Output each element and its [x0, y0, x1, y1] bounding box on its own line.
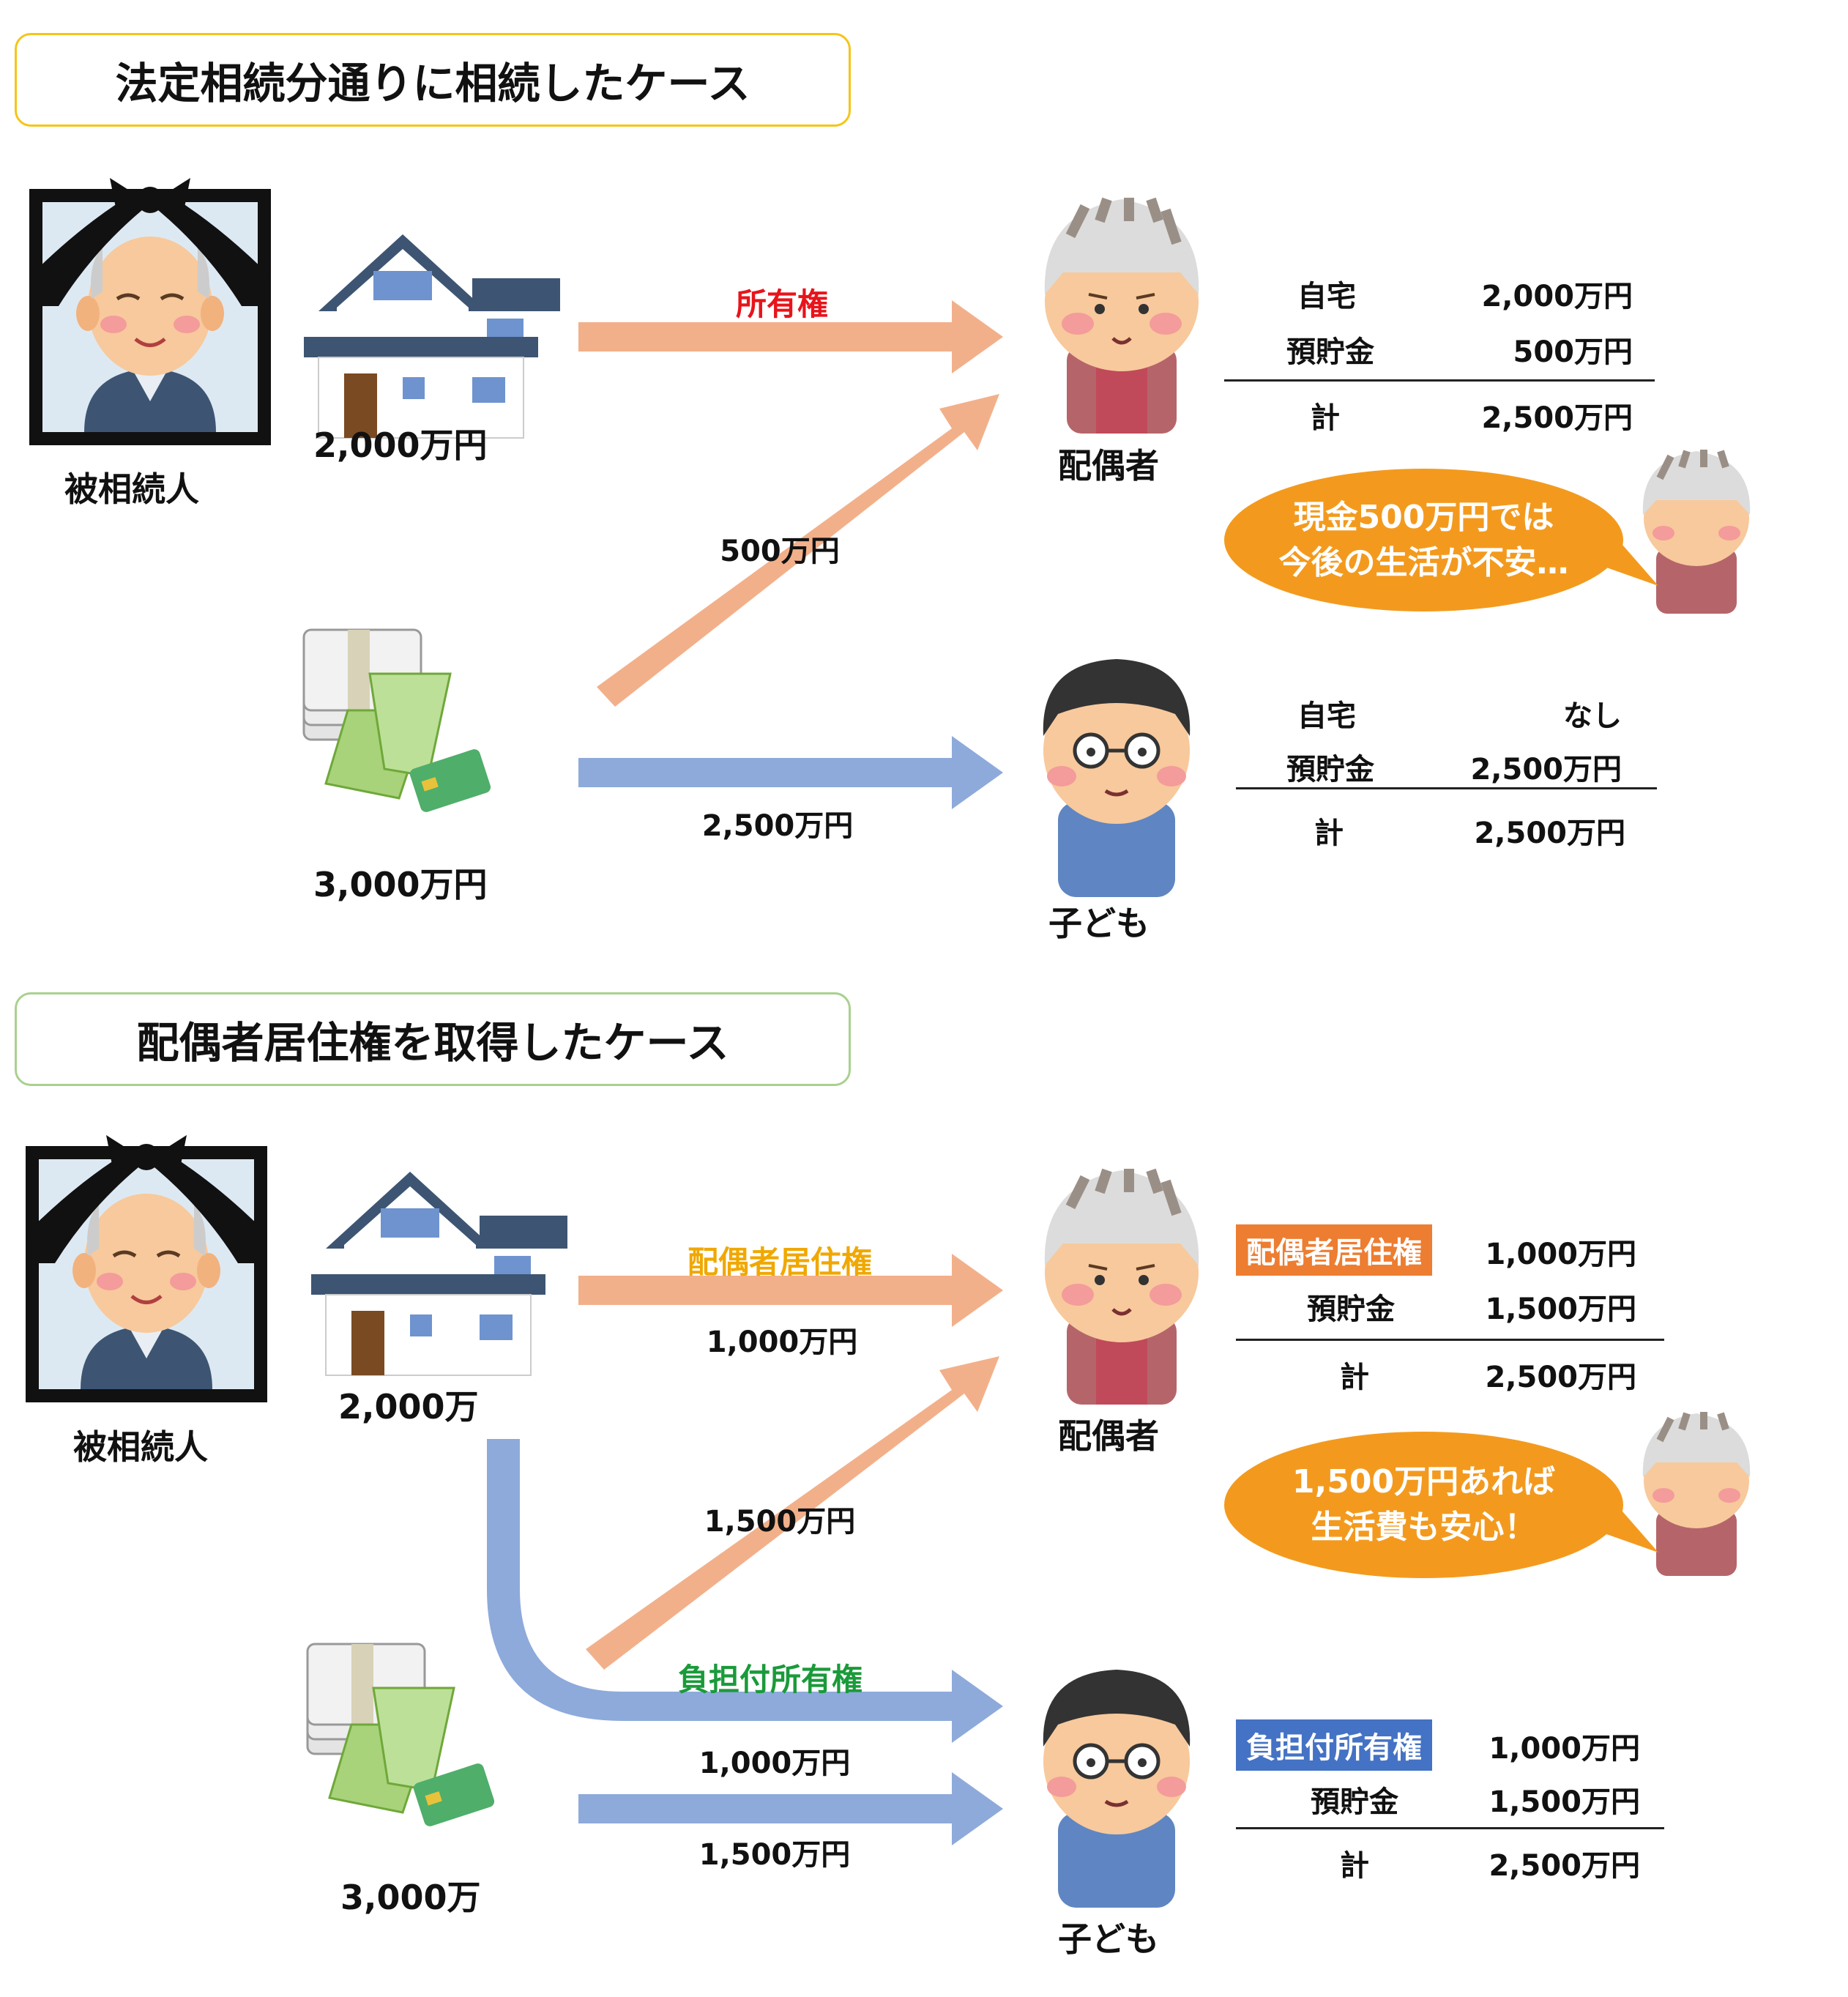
arrow-cash-to-spouse-2 — [586, 1356, 999, 1670]
house-icon-2 — [310, 1171, 568, 1376]
child1-home-value: なし — [1563, 699, 1622, 733]
arrow-label-ownership-1: 所有権 — [735, 286, 829, 322]
child1-total-label: 計 — [1314, 817, 1344, 850]
section1-title: 法定相続分通りに相続したケース — [15, 33, 851, 127]
deceased-label-2: 被相続人 — [73, 1427, 208, 1467]
arrow-house-to-child-2 — [487, 1439, 1003, 1743]
child2-tag-value: 1,000万円 — [1489, 1732, 1640, 1766]
deceased-portrait-2 — [26, 1135, 267, 1402]
tag-burdened-ownership: 負担付所有権 — [1236, 1719, 1432, 1771]
spouse-label-2: 配偶者 — [1058, 1416, 1159, 1456]
child-label-1: 子ども — [1048, 904, 1150, 943]
child1-home-label: 自宅 — [1297, 699, 1356, 733]
arrow-value-residence-right: 1,000万円 — [706, 1325, 858, 1359]
house-value-1: 2,000万円 — [313, 425, 488, 465]
arrow-label-spouse-cash-2: 1,500万円 — [704, 1505, 856, 1539]
arrow-value-burdened-ownership: 1,000万円 — [698, 1747, 851, 1780]
child1-total-value: 2,500万円 — [1474, 817, 1625, 850]
child2-total-label: 計 — [1340, 1849, 1369, 1883]
deceased-label-1: 被相続人 — [64, 469, 199, 509]
child-illustration-2 — [1043, 1670, 1190, 1908]
arrow-label-residence-right: 配偶者居住権 — [687, 1244, 873, 1280]
bubble1-line1: 現金500万円では — [1293, 498, 1554, 536]
spouse-label-1: 配偶者 — [1058, 446, 1159, 486]
spouse2-total-value: 2,500万円 — [1485, 1361, 1636, 1394]
savings-value-1: 3,000万円 — [313, 865, 488, 904]
house-value-2: 2,000万 — [338, 1387, 479, 1427]
money-icon-1 — [302, 628, 493, 815]
spouse2-savings-label: 預貯金 — [1307, 1293, 1395, 1326]
worried-spouse-illustration — [1643, 450, 1750, 614]
arrow-label-burdened-ownership: 負担付所有権 — [677, 1662, 863, 1697]
spouse-illustration-1 — [1045, 198, 1199, 434]
spouse-illustration-2 — [1045, 1169, 1199, 1405]
section2-title: 配偶者居住権を取得したケース — [15, 992, 851, 1086]
child-label-2: 子ども — [1058, 1919, 1159, 1959]
child1-divider — [1236, 787, 1657, 789]
spouse1-home-label: 自宅 — [1297, 280, 1356, 313]
spouse1-divider — [1224, 379, 1655, 382]
tag-spouse-residence-right: 配偶者居住権 — [1236, 1224, 1432, 1276]
spouse1-total-label: 計 — [1311, 401, 1340, 435]
arrow-house-to-spouse-2 — [578, 1254, 1003, 1327]
arrow-label-child-cash-2: 1,500万円 — [698, 1838, 851, 1872]
child1-savings-label: 預貯金 — [1286, 753, 1374, 786]
spouse1-savings-label: 預貯金 — [1286, 335, 1374, 369]
money-icon-2 — [306, 1643, 497, 1829]
bubble1-line2: 今後の生活が不安… — [1278, 543, 1569, 581]
spouse1-savings-value: 500万円 — [1513, 335, 1633, 369]
arrow-house-to-spouse-1 — [578, 300, 1003, 373]
bubble2-line2: 生活費も安心！ — [1311, 1509, 1537, 1546]
spouse1-home-value: 2,000万円 — [1481, 280, 1633, 313]
savings-value-2: 3,000万 — [340, 1878, 481, 1917]
child2-savings-value: 1,500万円 — [1489, 1785, 1640, 1819]
happy-spouse-illustration — [1643, 1412, 1750, 1576]
child1-savings-value: 2,500万円 — [1470, 753, 1622, 786]
spouse2-divider — [1236, 1339, 1664, 1341]
child-illustration-1 — [1043, 659, 1190, 897]
arrow-label-spouse-cash-1: 500万円 — [720, 535, 840, 568]
bubble2-line1: 1,500万円あれば — [1292, 1463, 1556, 1501]
arrow-label-child-cash-1: 2,500万円 — [701, 809, 854, 843]
spouse2-savings-value: 1,500万円 — [1485, 1293, 1636, 1326]
child2-savings-label: 預貯金 — [1311, 1785, 1398, 1819]
speech-bubble-relieved: 1,500万円あれば 生活費も安心！ — [1224, 1432, 1623, 1578]
spouse2-total-label: 計 — [1340, 1361, 1369, 1394]
house-icon-1 — [303, 234, 561, 439]
child2-divider — [1236, 1827, 1664, 1829]
speech-bubble-worried: 現金500万円では 今後の生活が不安… — [1224, 469, 1623, 611]
child2-total-value: 2,500万円 — [1489, 1849, 1640, 1883]
arrow-cash-to-spouse-1 — [597, 394, 999, 707]
spouse2-tag-value: 1,000万円 — [1485, 1238, 1636, 1271]
spouse1-total-value: 2,500万円 — [1481, 401, 1633, 435]
arrow-cash-to-child-2 — [578, 1772, 1003, 1845]
deceased-portrait-1 — [29, 178, 271, 445]
arrow-cash-to-child-1 — [578, 736, 1003, 809]
